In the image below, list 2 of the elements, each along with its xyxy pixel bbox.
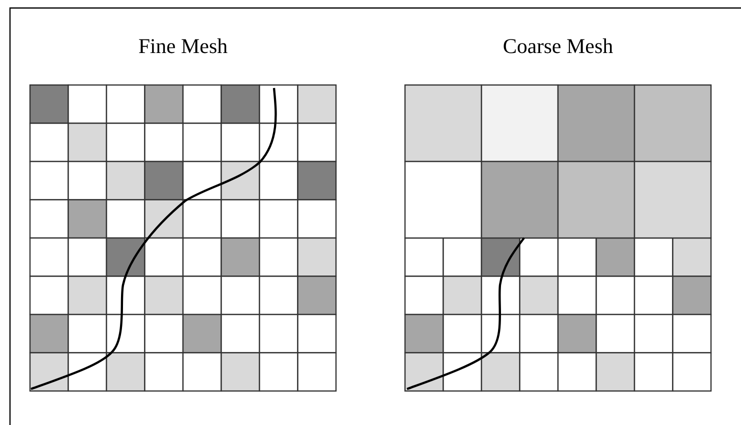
mesh-heading: Fine Mesh (138, 34, 228, 59)
mesh-heading: Coarse Mesh (502, 34, 614, 59)
